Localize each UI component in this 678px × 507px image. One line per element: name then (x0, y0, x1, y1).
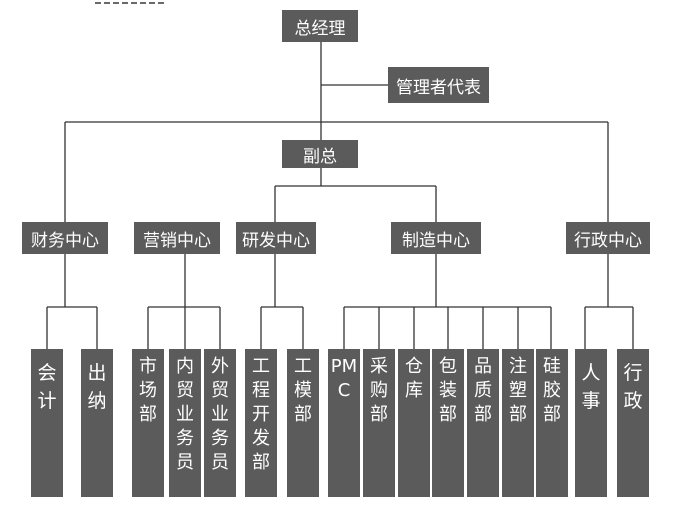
marketing-center-label: 营销中心 (143, 230, 211, 251)
vice-president-box: 副总 (282, 140, 358, 168)
unit-domestic-sales-label: 内贸业务员 (176, 356, 194, 473)
unit-engineering-dev: 工程开发部 (245, 349, 277, 497)
unit-injection-molding: 注塑部 (502, 349, 534, 497)
manufacturing-center-label: 制造中心 (402, 230, 470, 251)
management-representative-label: 管理者代表 (396, 77, 481, 98)
unit-silicone-label: 硅胶部 (543, 356, 561, 425)
unit-hr-label: 人事 (581, 362, 601, 412)
unit-administration: 行政 (617, 349, 649, 497)
unit-market-dept-label: 市场部 (139, 356, 157, 425)
unit-injection-molding-label: 注塑部 (509, 356, 527, 425)
unit-administration-label: 行政 (623, 362, 643, 412)
unit-foreign-sales: 外贸业务员 (204, 349, 236, 497)
marketing-center-box: 营销中心 (134, 222, 220, 254)
unit-packaging: 包装部 (432, 349, 464, 497)
manufacturing-center-box: 制造中心 (391, 222, 481, 254)
unit-silicone: 硅胶部 (536, 349, 568, 497)
unit-warehouse-label: 仓库 (405, 356, 423, 401)
unit-engineering-dev-label: 工程开发部 (252, 356, 270, 473)
unit-quality-label: 品质部 (474, 356, 492, 425)
unit-hr: 人事 (575, 349, 607, 497)
unit-packaging-label: 包装部 (439, 356, 457, 425)
unit-quality: 品质部 (467, 349, 499, 497)
unit-purchasing: 采购部 (363, 349, 395, 497)
unit-warehouse: 仓库 (398, 349, 430, 497)
unit-domestic-sales: 内贸业务员 (169, 349, 201, 497)
management-representative-box: 管理者代表 (388, 67, 489, 103)
unit-pmc-label: PMC (330, 356, 358, 401)
general-manager-label: 总经理 (294, 18, 346, 39)
general-manager-box: 总经理 (282, 10, 358, 42)
unit-accounting: 会计 (31, 349, 63, 497)
unit-market-dept: 市场部 (132, 349, 164, 497)
unit-accounting-label: 会计 (37, 362, 57, 412)
rnd-center-label: 研发中心 (242, 230, 310, 251)
unit-foreign-sales-label: 外贸业务员 (211, 356, 229, 473)
unit-cashier-label: 出纳 (87, 362, 107, 412)
finance-center-box: 财务中心 (22, 222, 108, 254)
admin-center-box: 行政中心 (566, 222, 650, 254)
unit-pmc: PMC (328, 349, 360, 497)
unit-cashier: 出纳 (81, 349, 113, 497)
unit-tooling-dept-label: 工模部 (294, 356, 312, 425)
rnd-center-box: 研发中心 (236, 222, 316, 254)
unit-purchasing-label: 采购部 (370, 356, 388, 425)
vice-president-label: 副总 (303, 146, 337, 167)
finance-center-label: 财务中心 (31, 230, 99, 251)
unit-tooling-dept: 工模部 (287, 349, 319, 497)
admin-center-label: 行政中心 (574, 230, 642, 251)
cropped-top-text (95, 0, 165, 4)
